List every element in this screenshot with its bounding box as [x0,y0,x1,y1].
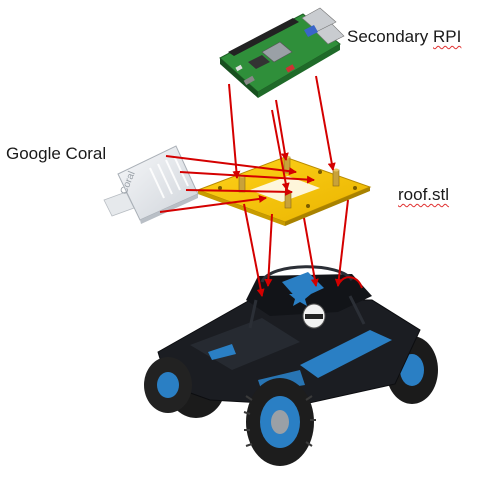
standoff-4 [284,190,292,209]
rc-buggy-icon [144,265,438,466]
arrow-roof-to-car-2 [264,213,273,287]
secondary-rpi-abbrev: RPI [433,27,462,46]
standoff-1 [238,174,246,193]
usb-accelerator-icon: Coral [103,145,199,224]
google-coral-label: Google Coral [6,144,107,163]
arrow-coral-to-roof-2 [179,171,315,184]
arrow-roof-to-car-3 [303,217,319,287]
assembly-arrows [159,75,349,297]
arrow-rpi-to-standoff-1 [228,83,241,179]
arrow-roof-to-car-4 [334,199,349,287]
arrow-rpi-to-standoff-3 [315,75,336,171]
secondary-rpi-label: Secondary RPI [347,28,461,45]
arrow-rpi-to-standoff-4 [271,109,290,191]
arrow-roof-to-car-1 [243,203,265,297]
arrow-rpi-to-standoff-2 [275,99,289,161]
standoff-3 [332,168,340,187]
roof-stl-label: roof.stl [398,185,450,204]
arrow-coral-to-roof-1 [165,155,297,176]
raspberry-pi-board-icon [219,7,345,98]
arrow-coral-to-roof-4 [159,194,267,213]
secondary-rpi-prefix: Secondary [347,27,433,46]
arrow-coral-to-roof-3 [185,187,293,196]
